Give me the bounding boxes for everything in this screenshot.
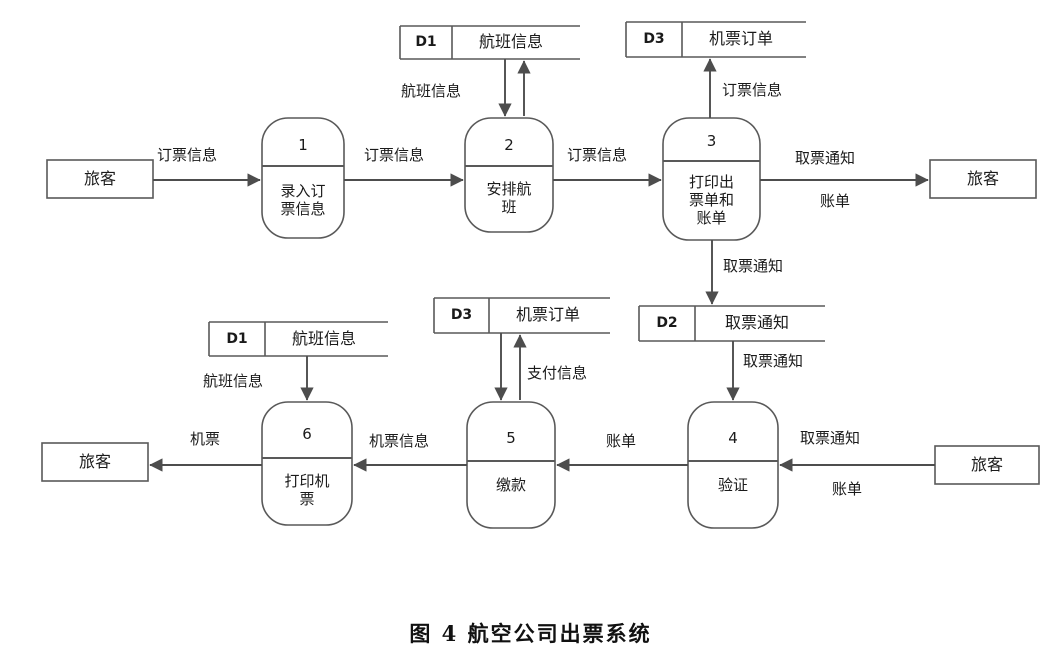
external-entity-box-bot-left <box>41 442 149 482</box>
data-store-d3-top <box>625 21 806 58</box>
external-entity-box-top-right <box>929 159 1037 199</box>
data-store-d3-middle <box>433 297 610 334</box>
data-store-d2-middle <box>638 305 825 342</box>
process-bubble-2 <box>464 117 554 233</box>
process-bubble-6 <box>261 401 353 526</box>
flow-label-3-to-d3: 订票信息 <box>722 81 783 99</box>
flow-label-d2-to-4: 取票通知 <box>743 352 804 370</box>
flow-label-passenger-to-4-bill: 账单 <box>832 480 863 498</box>
flow-label-d1-to-2: 航班信息 <box>401 82 462 100</box>
flow-label-5-to-6: 机票信息 <box>369 432 430 450</box>
flow-label-3-to-passenger-bill: 账单 <box>820 192 851 210</box>
flow-label-passenger-to-4-notice: 取票通知 <box>800 429 861 447</box>
flow-label-3-to-d2: 取票通知 <box>723 257 784 275</box>
data-store-d1-top <box>399 25 580 60</box>
figure-caption: 图 4 航空公司出票系统 <box>409 621 652 646</box>
data-store-d1-bottom <box>208 321 388 357</box>
flow-label-5-to-d3: 支付信息 <box>527 364 588 382</box>
external-entity-box-bot-right <box>934 445 1040 485</box>
flow-label-d1-to-6: 航班信息 <box>203 372 264 390</box>
flow-label-4-to-5: 账单 <box>606 432 637 450</box>
flow-label-6-to-passenger: 机票 <box>190 430 221 448</box>
process-bubble-5 <box>466 401 556 529</box>
flow-label-2-to-3: 订票信息 <box>567 146 628 164</box>
process-bubble-3 <box>662 117 761 241</box>
flow-label-1-to-2: 订票信息 <box>364 146 425 164</box>
flow-label-passenger-to-1: 订票信息 <box>157 146 218 164</box>
process-bubble-4 <box>687 401 779 529</box>
flow-label-3-to-passenger-notice: 取票通知 <box>795 149 856 167</box>
process-bubble-1 <box>261 117 345 239</box>
external-entity-box-top-left <box>46 159 154 199</box>
